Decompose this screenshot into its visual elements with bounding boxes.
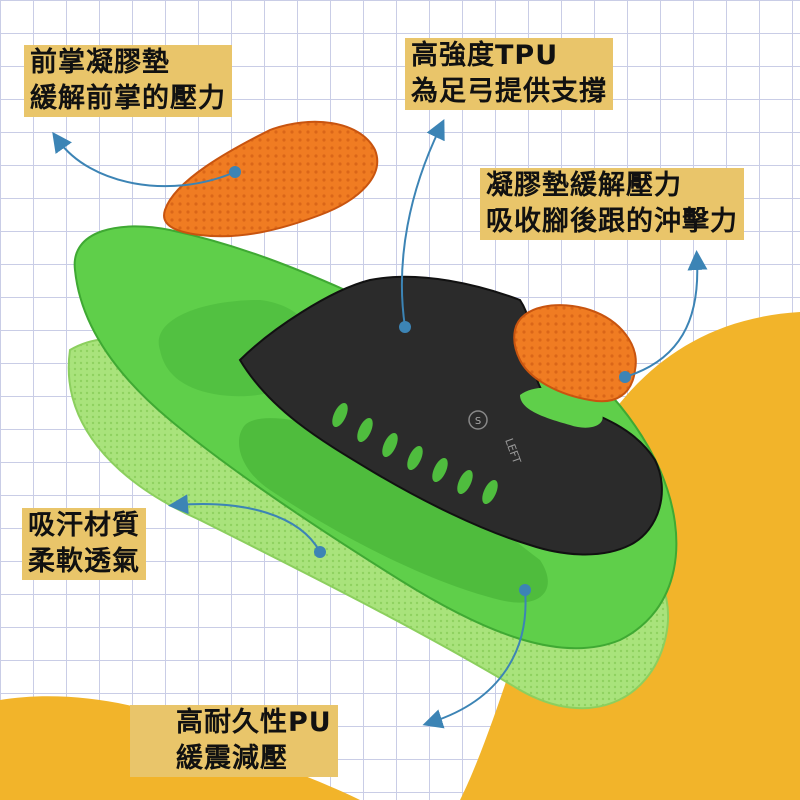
tpu-vent-slots (332, 402, 498, 505)
size-mark-circle (468, 410, 488, 430)
callout-fabric-line2: 柔軟透氣 (28, 546, 140, 577)
callout-pu-foam-line2: 緩震減壓 (176, 743, 288, 774)
arrow-forefoot (52, 131, 236, 188)
callout-forefoot-gel: 前掌凝膠墊 緩解前掌的壓力 (24, 45, 232, 117)
forefoot-gel-texture (164, 121, 378, 237)
size-mark: S (475, 416, 481, 427)
callout-fabric-line1: 吸汗材質 (28, 510, 140, 541)
callout-dots (229, 166, 631, 596)
callout-forefoot-gel-line2: 緩解前掌的壓力 (30, 83, 226, 114)
callout-heel-gel-line1: 凝膠墊緩解壓力 (486, 170, 682, 201)
callout-pu-foam: 高耐久性PU 緩震減壓 (130, 705, 338, 777)
callout-tpu-arch: 高強度TPU 為足弓提供支撐 (405, 38, 613, 110)
tpu-arch-support (238, 275, 663, 556)
callout-tpu-arch-line1: 高強度TPU (411, 40, 559, 71)
callout-tpu-arch-line2: 為足弓提供支撐 (411, 76, 607, 107)
heel-gel-texture (514, 305, 636, 402)
arrow-fabric (168, 494, 321, 553)
callout-heel-gel-line2: 吸收腳後跟的沖擊力 (486, 206, 738, 237)
callout-heel-gel: 凝膠墊緩解壓力 吸收腳後跟的沖擊力 (480, 168, 744, 240)
arrow-heel (624, 250, 708, 378)
callout-arrows (52, 118, 708, 729)
callout-pu-foam-line1: 高耐久性PU (176, 707, 332, 738)
arrow-tpu (400, 118, 445, 328)
insole-heel-area (238, 418, 548, 603)
arrow-pu (422, 589, 527, 729)
callout-forefoot-gel-line1: 前掌凝膠墊 (30, 47, 170, 78)
callout-fabric: 吸汗材質 柔軟透氣 (22, 508, 146, 580)
